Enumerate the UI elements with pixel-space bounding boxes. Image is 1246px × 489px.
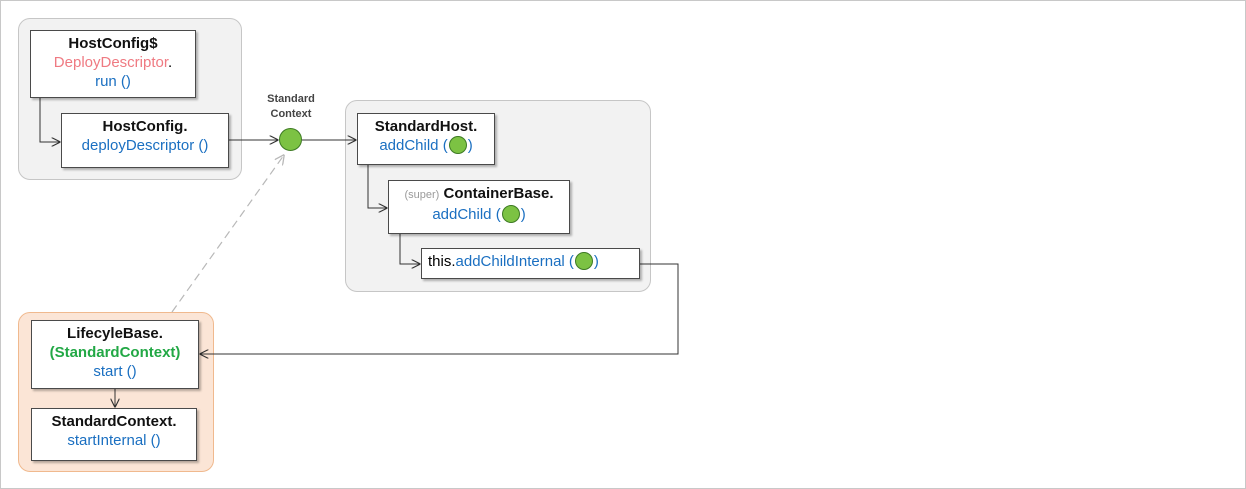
box-deploy-descriptor-run[interactable]: HostConfig$ DeployDescriptor. run () [30,30,196,98]
context-node-dot[interactable] [279,128,302,151]
box-standardcontext-startinternal[interactable]: StandardContext. startInternal () [31,408,197,461]
box-containerbase-addchild[interactable]: (super) ContainerBase. addChild () [388,180,570,234]
edge-host-to-containerbase [367,165,387,208]
context-arg-icon [501,205,520,223]
box-addchildinternal[interactable]: this.addChildInternal () [421,248,640,279]
inner-class-line: DeployDescriptor. [53,54,173,71]
box-deploy-descriptor[interactable]: HostConfig. deployDescriptor () [61,113,229,168]
context-arg-icon [448,136,467,154]
box-lifecyclebase-start[interactable]: LifecyleBase. (StandardContext) start () [31,320,199,389]
edge-run-to-deploy [39,97,60,142]
box-standardhost-addchild[interactable]: StandardHost. addChild () [357,113,495,165]
edge-dashed-reference [171,155,284,313]
context-node-label: Standard Context [267,93,315,120]
context-arg-icon [574,252,593,270]
edge-containerbase-to-internal [399,233,420,264]
edge-internal-to-start [200,263,679,354]
